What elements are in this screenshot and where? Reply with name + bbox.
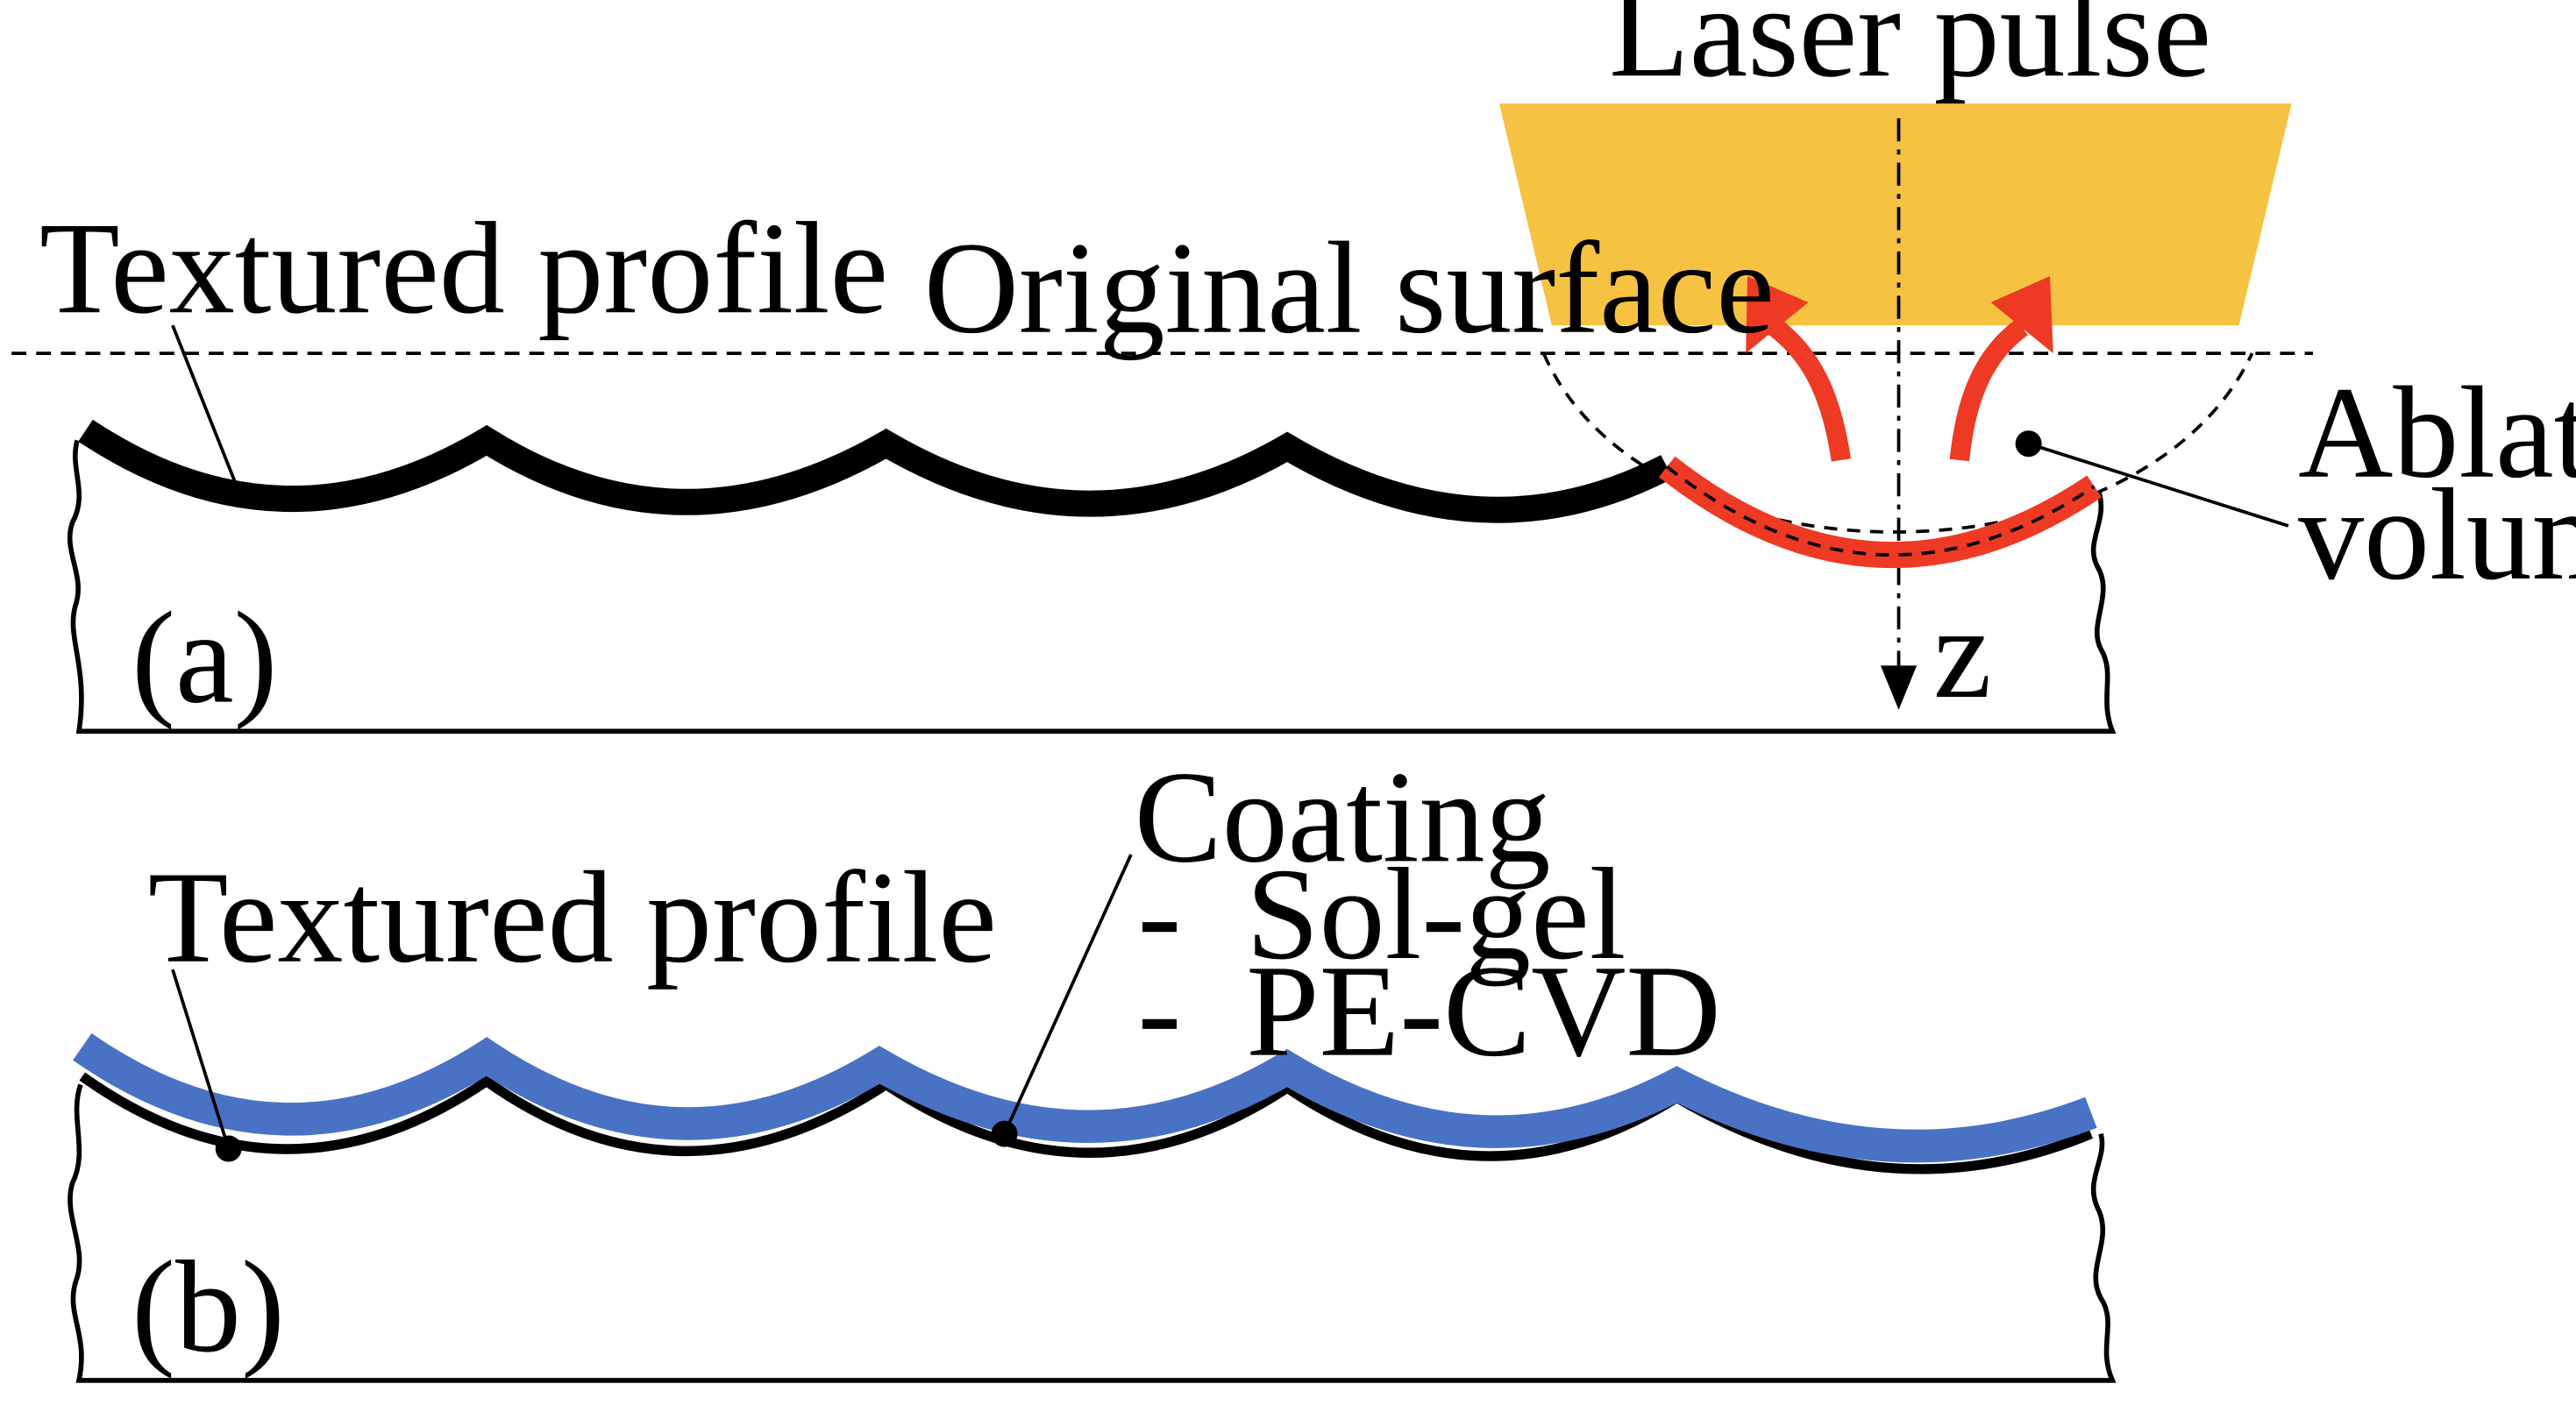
ablated-volume-leader <box>2028 442 2289 528</box>
coating-layer <box>73 1032 2097 1163</box>
laser-pulse-label: Laser pulse <box>1609 0 2211 104</box>
z-axis-arrowhead <box>1880 665 1918 710</box>
ablated-volume-label-line2: volume <box>2298 462 2576 607</box>
textured-profile-label-b: Textured profile <box>148 845 997 990</box>
coating-method-1-name: Sol-gel <box>1246 841 1626 987</box>
coating-marker <box>991 1120 1018 1147</box>
panel-b-tag: (b) <box>132 1234 285 1380</box>
ejection-arrowhead-right <box>1990 275 2053 354</box>
ejection-arrowhead-left <box>1746 275 1809 354</box>
coating-method-2-name: PE-CVD <box>1246 939 1721 1084</box>
panel-b: Coating - Sol-gel - PE-CVD Textured prof… <box>68 744 2117 1383</box>
coating-method-1-dash: - <box>1137 841 1181 987</box>
original-surface-label: Original surface <box>924 216 1775 361</box>
ablated-crater-centerline <box>1665 465 2096 557</box>
panel-a: Laser pulse Original surface Textured pr… <box>11 0 2576 734</box>
coating-label: Coating <box>1135 744 1551 890</box>
textured-profile-leader-a <box>171 324 238 487</box>
textured-profile-a <box>78 419 1674 523</box>
substrate-a <box>67 439 2117 734</box>
textured-profile-leader-b <box>171 969 231 1150</box>
coating-leader <box>1002 854 1133 1135</box>
ejection-arrow-left <box>1764 316 1852 462</box>
ejection-arrow-right <box>1949 319 2028 462</box>
substrate-b <box>68 1083 2117 1383</box>
coating-method-2-dash: - <box>1137 939 1181 1084</box>
ablated-volume-label-line1: Ablated <box>2298 360 2576 506</box>
textured-profile-label-a: Textured profile <box>39 195 888 341</box>
panel-a-tag: (a) <box>132 585 277 731</box>
ablation-front-dashed <box>1541 352 2254 534</box>
z-axis-label: z <box>1933 580 1992 726</box>
laser-beam <box>1498 103 2292 326</box>
